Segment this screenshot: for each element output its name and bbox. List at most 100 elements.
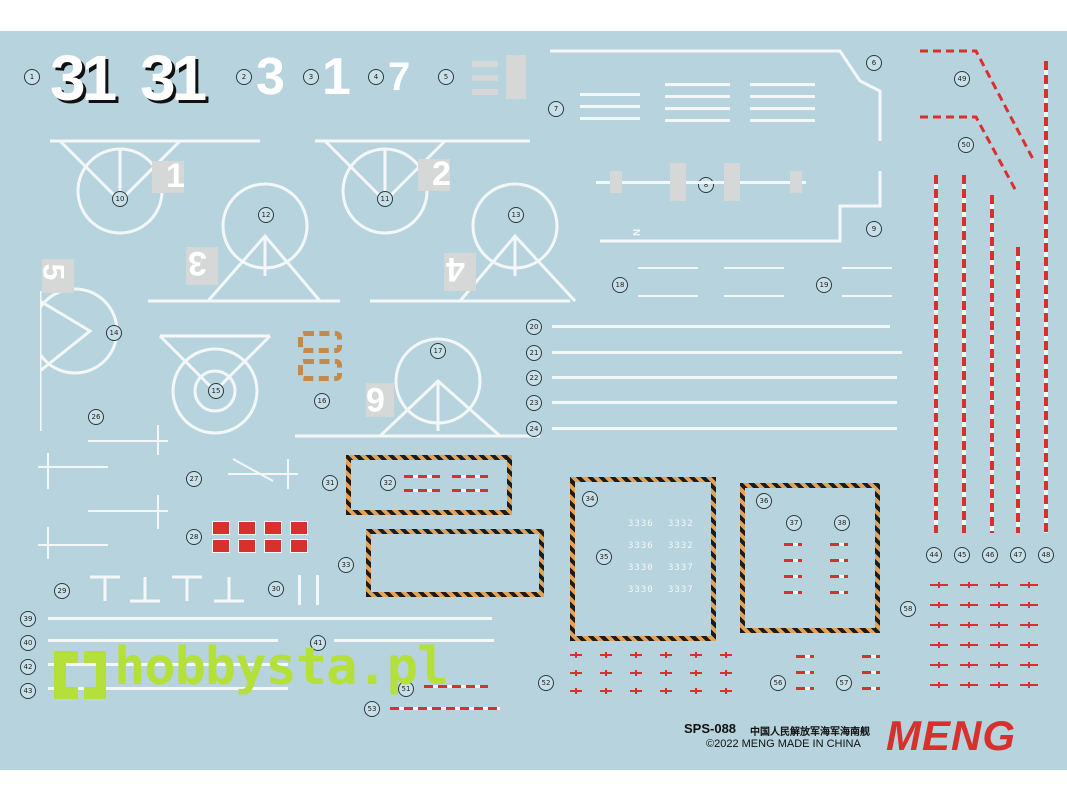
- stencil-code: 3330: [628, 563, 654, 573]
- callout-41: 40: [20, 635, 36, 651]
- hull-number-7: 7: [388, 55, 411, 99]
- callout-21: 21: [526, 345, 542, 361]
- helo-number-4: 4: [446, 250, 465, 288]
- meng-logo: MENG: [886, 712, 1016, 759]
- decal-32-mark: [404, 475, 440, 478]
- decal-21-line: [552, 351, 902, 354]
- copyright-line: ©2022 MENG MADE IN CHINA: [706, 738, 861, 750]
- stencil-code: 3336: [628, 519, 654, 529]
- decal-16-box-a: [298, 331, 342, 353]
- red-square: [290, 521, 308, 535]
- callout-48: 46: [982, 547, 998, 563]
- callout-2: 2: [236, 69, 252, 85]
- helo-number-bg-3: [186, 247, 218, 285]
- red-railing-49: [1016, 247, 1020, 533]
- helo-number-6: 6: [366, 380, 385, 418]
- hazard-frame-37: [740, 483, 880, 633]
- hazard-frame-33: [366, 529, 544, 597]
- callout-4: 4: [368, 69, 384, 85]
- decal-5-bar-a: [472, 61, 498, 67]
- decal-24-line: [552, 427, 897, 430]
- decal-8-block: [670, 163, 686, 201]
- callout-19: 19: [816, 277, 832, 293]
- callout-39: 38: [834, 515, 850, 531]
- callout-50: 48: [1038, 547, 1054, 563]
- decal-30-mark: [316, 575, 319, 605]
- callout-22: 22: [526, 370, 542, 386]
- decal-7-line: [665, 95, 730, 98]
- decal-16-box-b: [298, 359, 342, 381]
- callout-58: 58: [900, 601, 916, 617]
- antenna-decals: [38, 425, 298, 559]
- decal-38-mark: [784, 591, 802, 594]
- decal-8-bar: [596, 181, 806, 184]
- decal-7-line: [665, 119, 730, 122]
- red-marks-grid-52: [570, 652, 732, 694]
- decal-38-mark: [784, 575, 802, 578]
- callout-46: 44: [926, 547, 942, 563]
- callout-17: 17: [430, 343, 446, 359]
- helo-number-bg-1: [152, 161, 184, 193]
- decal-7-line: [665, 83, 730, 86]
- helo-number-bg-5: [42, 259, 74, 293]
- decal-23-line: [552, 401, 897, 404]
- helo-number-1: 1: [166, 157, 185, 195]
- decal-41-line: [48, 639, 278, 642]
- callout-28: 28: [186, 529, 202, 545]
- callout-1: 1: [24, 69, 40, 85]
- callout-12: 12: [258, 207, 274, 223]
- red-square: [238, 539, 256, 553]
- decal-39-mark: [830, 559, 848, 562]
- decal-18-line: [724, 267, 784, 269]
- callout-16: 16: [314, 393, 330, 409]
- callout-38: 37: [786, 515, 802, 531]
- ship-name-chinese: 中国人民解放军海军海南舰: [750, 727, 870, 738]
- stencil-code: 3330: [628, 585, 654, 595]
- decal-32-mark: [452, 475, 488, 478]
- callout-49: 47: [1010, 547, 1026, 563]
- decal-7-line: [750, 107, 815, 110]
- callout-6: 6: [866, 55, 882, 71]
- callout-15: 15: [208, 383, 224, 399]
- stencil-code: 3336: [628, 541, 654, 551]
- decal-56-mark: [796, 687, 814, 690]
- callout-30: 30: [268, 581, 284, 597]
- decal-57-mark: [862, 655, 880, 658]
- decal-7-line: [580, 105, 640, 108]
- red-square: [238, 521, 256, 535]
- red-railing-50: [1044, 61, 1048, 533]
- decal-30-mark: [298, 575, 301, 605]
- callout-13: 13: [508, 207, 524, 223]
- red-railing-46: [934, 175, 938, 533]
- decal-8-block: [724, 163, 740, 201]
- helo-number-3: 3: [188, 244, 207, 282]
- kit-code: SPS-088: [684, 721, 737, 736]
- callout-23: 23: [526, 395, 542, 411]
- callout-55: 50: [958, 137, 974, 153]
- callout-40: 39: [20, 611, 36, 627]
- callout-33: 33: [338, 557, 354, 573]
- stencil-code: 3337: [668, 585, 694, 595]
- callout-26: 26: [88, 409, 104, 425]
- red-square: [264, 539, 282, 553]
- decal-38-mark: [784, 543, 802, 546]
- decal-18-line: [638, 295, 698, 297]
- hazard-frame-31: [346, 455, 512, 515]
- deck-outline-decal: [550, 49, 882, 243]
- small-letter: N: [630, 228, 642, 237]
- watermark-text: hobbysta.pl: [114, 637, 448, 697]
- decal-7-line: [580, 93, 640, 96]
- decal-56-mark: [796, 655, 814, 658]
- callout-43: 42: [20, 659, 36, 675]
- decal-44-line: [48, 687, 288, 690]
- decal-7-line: [580, 117, 640, 120]
- stencil-code: 3332: [668, 541, 694, 551]
- callout-56: 56: [770, 675, 786, 691]
- decal-32-mark: [452, 489, 488, 492]
- decal-8-block: [610, 171, 622, 193]
- callout-29: 29: [54, 583, 70, 599]
- hazard-frame-35: [570, 477, 716, 641]
- decal-42-line: [334, 639, 494, 642]
- callout-14: 14: [106, 325, 122, 341]
- callout-36: 35: [596, 549, 612, 565]
